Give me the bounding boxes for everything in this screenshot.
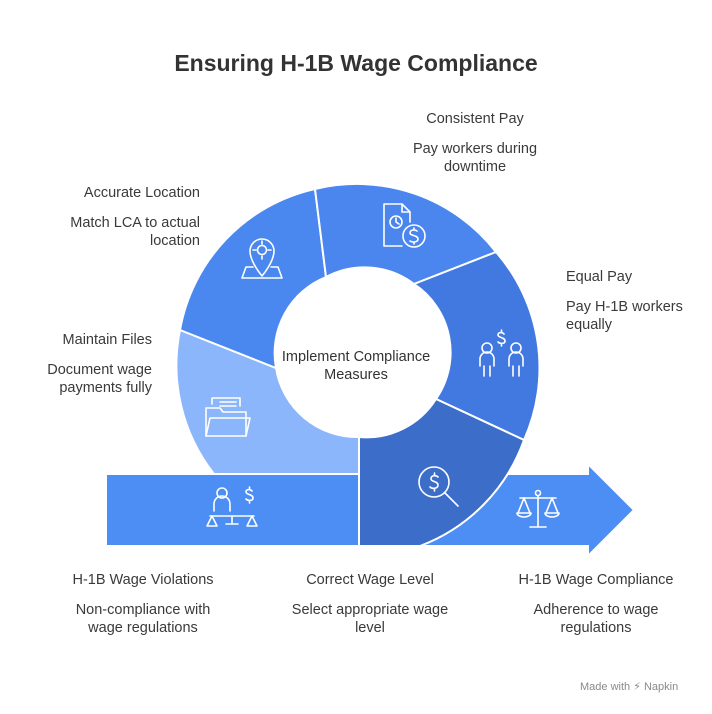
page-title: Ensuring H-1B Wage Compliance (174, 50, 538, 76)
step-description: Pay workers during downtime (412, 141, 538, 175)
step-heading: Maintain Files (62, 332, 152, 348)
person-scale-dollar-icon (206, 486, 258, 527)
balance-scale-icon (516, 489, 560, 528)
napkin-watermark: Made with ⚡ Napkin (580, 681, 679, 693)
step-accurate-location: Accurate Location Match LCA to actual lo… (40, 184, 200, 250)
clock-dollar-icon (383, 203, 426, 248)
step-heading: Equal Pay (566, 269, 633, 285)
step-maintain-files: Maintain Files Document wage payments fu… (20, 331, 152, 397)
step-wage-compliance: H-1B Wage Compliance Adherence to wage r… (508, 571, 684, 637)
ring-segment-consistent-pay (313, 182, 498, 286)
step-correct-wage-level: Correct Wage Level Select appropriate wa… (280, 571, 460, 637)
step-description: Match LCA to actual location (70, 215, 200, 249)
step-description: Document wage payments fully (47, 362, 152, 396)
step-description: Non-compliance with wage regulations (75, 602, 211, 636)
step-description: Select appropriate wage level (291, 602, 449, 636)
step-heading: Consistent Pay (426, 111, 524, 127)
magnifier-dollar-icon (418, 466, 459, 507)
step-consistent-pay: Consistent Pay Pay workers during downti… (380, 110, 570, 176)
step-description: Pay H-1B workers equally (566, 299, 683, 333)
step-description: Adherence to wage regulations (533, 602, 659, 636)
step-heading: H-1B Wage Compliance (518, 572, 674, 588)
folder-icon (205, 397, 251, 437)
ring-segment-correct-wage-level (358, 397, 526, 547)
ring-segment-maintain-files (175, 328, 360, 475)
step-wage-violations: H-1B Wage Violations Non-compliance with… (55, 571, 231, 637)
map-pin-icon (241, 238, 283, 279)
step-heading: Correct Wage Level (306, 572, 434, 588)
two-people-dollar-icon (479, 329, 524, 377)
step-heading: Accurate Location (83, 185, 200, 201)
step-heading: H-1B Wage Violations (72, 572, 214, 588)
center-label: Implement Compliance Measures (281, 349, 431, 383)
step-equal-pay: Equal Pay Pay H-1B workers equally (566, 268, 706, 334)
